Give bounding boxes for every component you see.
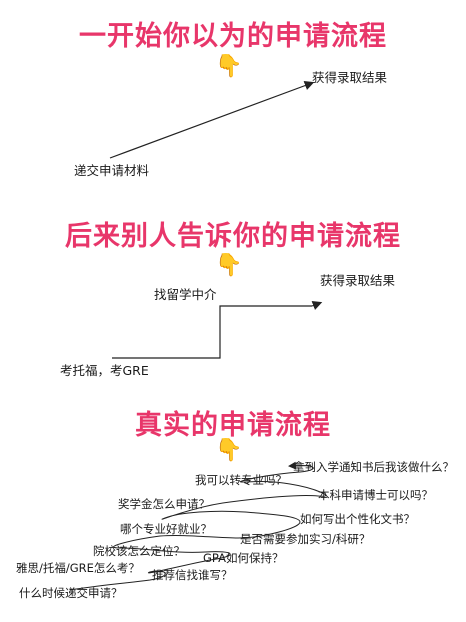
pointing-down-hand-icon: 👇 (215, 253, 243, 278)
pointing-down-hand-icon: 👇 (215, 438, 243, 463)
pointing-down-hand-icon: 👇 (215, 54, 243, 79)
straight-path-line (109, 81, 315, 159)
question-after-admission: 拿到入学通知书后我该做什么？ (293, 460, 454, 474)
title-real-process: 真实的申请流程 (135, 410, 331, 441)
step-path-arrow (311, 301, 323, 311)
label-find-agency: 找留学中介 (154, 287, 217, 302)
label-get-admission-result: 获得录取结果 (320, 273, 396, 288)
label-submit-materials: 递交申请材料 (74, 163, 150, 178)
messy-path-line (69, 461, 326, 591)
question-scholarship: 奖学金怎么申请？ (118, 497, 210, 511)
question-submission-timing: 什么时候递交申请？ (19, 586, 123, 600)
question-internship-research: 是否需要参加实习/科研？ (240, 532, 371, 546)
label-take-exams: 考托福，考GRE (60, 363, 149, 378)
question-exam-prep: 雅思/托福/GRE怎么考？ (16, 561, 140, 575)
title-told-process: 后来别人告诉你的申请流程 (65, 221, 401, 252)
question-employable-major: 哪个专业好就业？ (120, 522, 212, 536)
question-phd-from-undergrad: 本科申请博士可以吗？ (318, 488, 433, 502)
question-personal-statement: 如何写出个性化文书？ (300, 512, 415, 526)
label-get-admission-result: 获得录取结果 (312, 70, 388, 85)
question-keep-gpa: GPA如何保持？ (203, 551, 284, 565)
title-initial-process: 一开始你以为的申请流程 (79, 21, 387, 52)
question-recommendation-letter: 推荐信找谁写？ (152, 568, 233, 582)
step-path-line (112, 305, 312, 359)
